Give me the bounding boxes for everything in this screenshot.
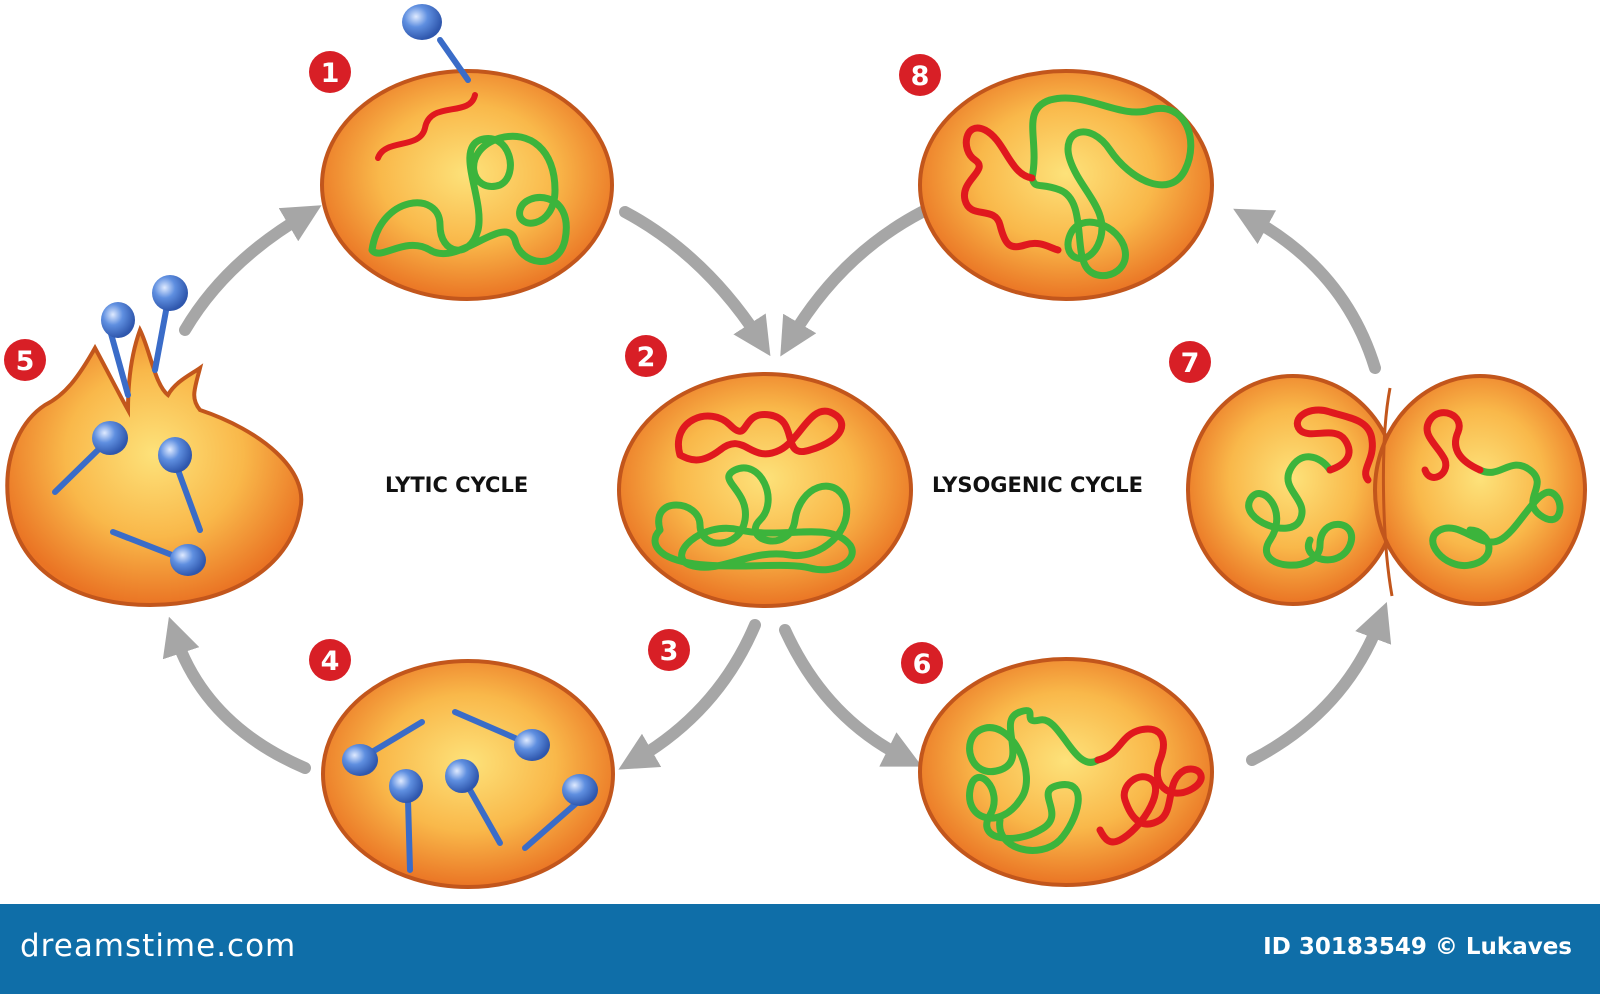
phage-dna bbox=[1421, 409, 1484, 481]
bacterial-cell bbox=[918, 69, 1214, 301]
arrow-8-to-2 bbox=[780, 206, 928, 357]
bacterial-cell bbox=[320, 69, 614, 301]
step-badge-3: 3 bbox=[648, 629, 690, 671]
bacteriophage-cycle-diagram: 1 2 3 4 5 6 7 8 LYTIC CYCLE LYSOGENIC CY… bbox=[4, 4, 1587, 889]
division-line bbox=[1381, 387, 1394, 597]
cell-step-5-lysis bbox=[5, 275, 304, 608]
step-number-5: 5 bbox=[16, 346, 35, 377]
cell-step-8 bbox=[918, 69, 1214, 301]
phage-virus bbox=[402, 4, 471, 83]
arrow-4-to-5 bbox=[162, 616, 311, 774]
step-number-4: 4 bbox=[321, 646, 340, 677]
arrow-2-to-6 bbox=[779, 624, 923, 767]
phage-virus bbox=[110, 529, 206, 576]
lytic-cycle-label: LYTIC CYCLE bbox=[385, 473, 528, 497]
step-badge-2: 2 bbox=[625, 335, 667, 377]
step-number-3: 3 bbox=[660, 636, 679, 667]
step-badge-4: 4 bbox=[309, 639, 351, 681]
phage-virus bbox=[452, 709, 550, 761]
arrow-1-to-2 bbox=[619, 206, 771, 357]
phage-virus bbox=[522, 774, 598, 851]
arrow-2-to-4 bbox=[618, 619, 761, 770]
phage-virus bbox=[101, 302, 135, 398]
step-badge-1: 1 bbox=[309, 51, 351, 93]
host-dna bbox=[368, 132, 570, 265]
step-number-2: 2 bbox=[637, 342, 656, 373]
host-dna bbox=[966, 707, 1102, 854]
host-dna bbox=[1028, 94, 1195, 280]
arrow-5-to-1 bbox=[179, 205, 322, 336]
footer-brand: dreamstime.com bbox=[20, 928, 297, 964]
host-dna bbox=[1429, 461, 1564, 569]
phage-virus bbox=[158, 437, 203, 533]
phage-virus bbox=[342, 719, 425, 776]
cell-step-1 bbox=[320, 4, 614, 301]
step-badge-6: 6 bbox=[901, 642, 943, 684]
step-badge-8: 8 bbox=[899, 54, 941, 96]
cell-step-4 bbox=[321, 659, 615, 889]
bursting-cell bbox=[5, 324, 304, 608]
watermark-footer: dreamstime.com ID 30183549 © Lukaves bbox=[0, 904, 1600, 994]
step-number-1: 1 bbox=[321, 58, 340, 89]
footer-credit: ID 30183549 © Lukaves bbox=[1263, 934, 1572, 960]
phage-virus bbox=[445, 759, 503, 846]
host-dna bbox=[651, 464, 856, 574]
step-badge-7: 7 bbox=[1169, 341, 1211, 383]
cell-step-7-division bbox=[1186, 374, 1587, 606]
step-badge-5: 5 bbox=[4, 339, 46, 381]
arrow-7-to-8 bbox=[1233, 208, 1381, 374]
bacterial-cell bbox=[918, 657, 1214, 887]
cell-step-6 bbox=[918, 657, 1214, 887]
cell-step-2 bbox=[617, 372, 913, 608]
arrow-6-to-7 bbox=[1246, 602, 1392, 766]
phage-dna bbox=[961, 124, 1062, 254]
host-dna bbox=[1245, 453, 1356, 569]
phage-dna bbox=[674, 407, 845, 464]
step-number-8: 8 bbox=[911, 61, 930, 92]
phage-virus bbox=[389, 769, 423, 873]
phage-virus bbox=[152, 275, 188, 373]
phage-dna bbox=[1294, 406, 1376, 484]
phage-virus bbox=[52, 421, 128, 495]
cycle-arrows bbox=[162, 205, 1392, 774]
step-number-7: 7 bbox=[1181, 348, 1200, 379]
step-number-6: 6 bbox=[913, 649, 932, 680]
phage-dna bbox=[375, 92, 478, 161]
lysogenic-cycle-label: LYSOGENIC CYCLE bbox=[932, 473, 1143, 497]
phage-dna bbox=[1094, 725, 1205, 846]
